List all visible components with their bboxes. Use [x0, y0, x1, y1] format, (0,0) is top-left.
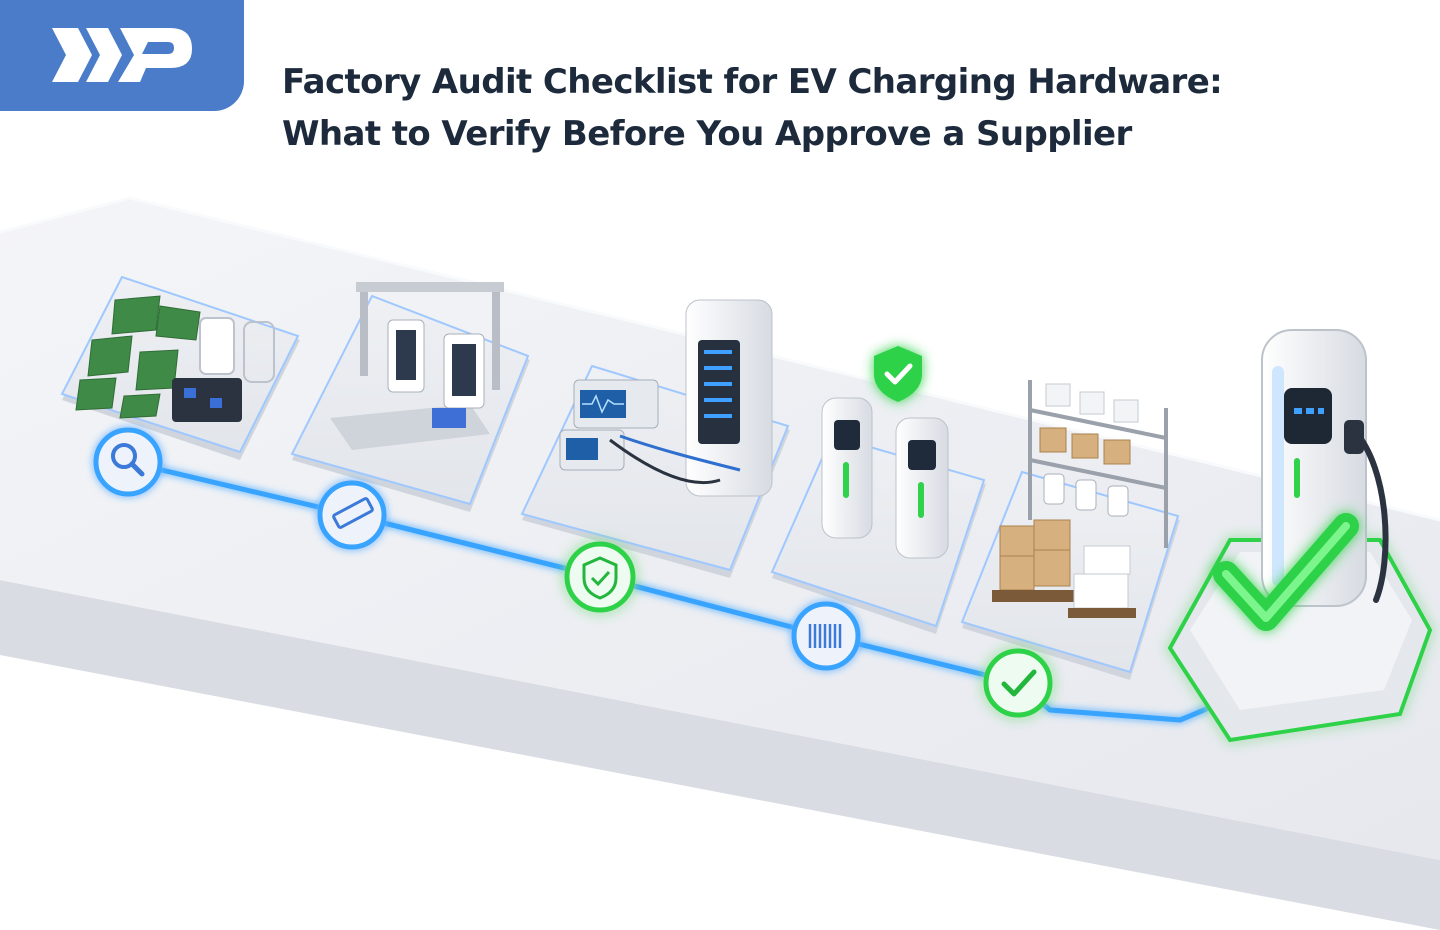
large-checkmark-icon — [1213, 513, 1359, 631]
electrical-testing-tile — [520, 299, 790, 578]
certified-chargers-tile — [770, 346, 986, 634]
assembly-bench-tile — [290, 282, 530, 512]
approved-charger-station — [1167, 329, 1433, 743]
step-node-shipment[interactable] — [983, 648, 1053, 718]
warehouse-tile — [960, 380, 1180, 680]
checkmark-icon — [1001, 669, 1037, 697]
charger-unit-a — [821, 397, 873, 539]
charger-screen — [1284, 388, 1332, 444]
page-title: Factory Audit Checklist for EV Charging … — [282, 56, 1402, 160]
step-node-traceability[interactable] — [791, 601, 861, 671]
charger-unit-b — [895, 417, 949, 559]
shield-check-icon — [874, 346, 922, 402]
barcode-icon — [808, 624, 842, 648]
components-inspection-tile — [60, 275, 300, 460]
cardboard-boxes — [999, 519, 1071, 591]
shield-check-small-icon — [582, 556, 618, 600]
title-line-1: Factory Audit Checklist for EV Charging … — [282, 62, 1223, 102]
ruler-icon — [332, 497, 374, 529]
audit-process-illustration — [0, 196, 1440, 930]
brand-logo[interactable] — [0, 0, 244, 111]
title-line-2: What to Verify Before You Approve a Supp… — [282, 114, 1132, 154]
step-node-inspect[interactable] — [93, 427, 163, 497]
magnifier-icon — [111, 443, 145, 477]
step-node-safety[interactable] — [564, 541, 636, 613]
step-node-measure[interactable] — [317, 480, 387, 550]
parts-tray — [172, 378, 242, 422]
dwp-logo-mark — [52, 28, 192, 82]
